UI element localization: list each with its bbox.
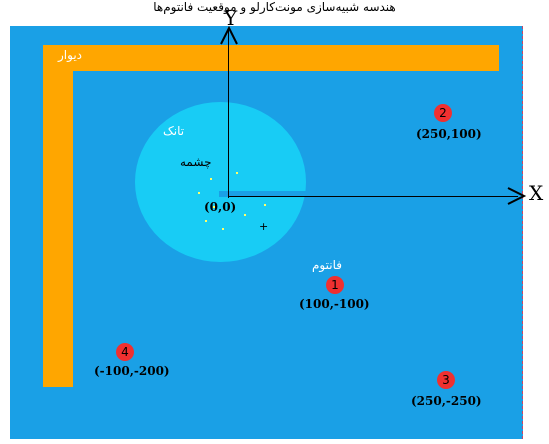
- position-coord-2: (250,100): [416, 127, 482, 141]
- x-axis-label: X: [529, 181, 544, 205]
- source-channel: [219, 191, 308, 197]
- wall-label: دیوار: [58, 48, 83, 62]
- sample-dot: [205, 220, 207, 222]
- x-axis-line: [228, 196, 518, 197]
- wall-left-segment: [43, 45, 73, 387]
- x-arrowhead-icon: [507, 187, 527, 205]
- sample-dot: [222, 228, 224, 230]
- y-arrowhead-icon: [220, 25, 238, 45]
- wall-top-segment: [43, 45, 499, 71]
- position-coord-4: (-100,-200): [94, 364, 170, 378]
- origin-label: (0,0): [204, 200, 237, 214]
- plus-mark: +: [259, 220, 269, 233]
- position-coord-3: (250,-250): [411, 394, 482, 408]
- figure-caption: هندسه شبیه‌سازی مونت‌کارلو و موقعیت فانت…: [153, 0, 396, 14]
- sample-dot: [213, 206, 215, 208]
- sample-dot: [244, 214, 246, 216]
- tank-circle: [135, 102, 306, 262]
- phantom-label: فانتوم: [312, 258, 342, 272]
- y-axis-label: Y: [224, 6, 238, 30]
- sample-dot: [264, 204, 266, 206]
- position-marker-1: 1: [326, 276, 344, 294]
- sample-dot: [210, 178, 212, 180]
- position-marker-2: 2: [434, 104, 452, 122]
- sample-dot: [198, 192, 200, 194]
- position-coord-1: (100,-100): [299, 297, 370, 311]
- dashed-boundary: [522, 26, 523, 439]
- tank-label: تانک: [163, 124, 185, 138]
- source-label: چشمه: [180, 155, 212, 169]
- y-axis-line: [228, 28, 229, 198]
- position-marker-4: 4: [116, 343, 134, 361]
- sample-dot: [236, 172, 238, 174]
- position-marker-3: 3: [437, 371, 455, 389]
